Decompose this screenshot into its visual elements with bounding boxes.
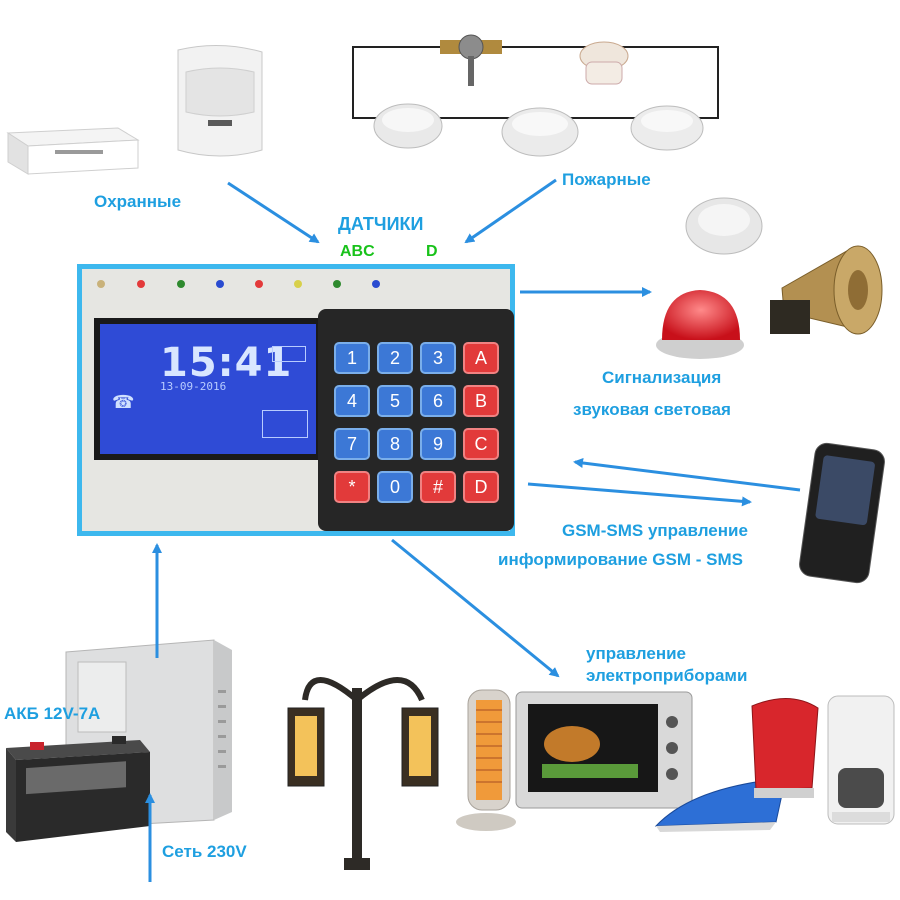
kettle-icon — [751, 697, 819, 798]
label-gsm-line1: GSM-SMS управление — [562, 521, 748, 540]
status-led — [294, 280, 302, 288]
key-8[interactable]: 8 — [377, 428, 413, 460]
key-9[interactable]: 9 — [420, 428, 456, 460]
lcd-indicator-icon — [262, 410, 308, 438]
key-6[interactable]: 6 — [420, 385, 456, 417]
lcd-date: 13-09-2016 — [160, 380, 227, 393]
key-0[interactable]: 0 — [377, 471, 413, 503]
label-alarm-line1: Сигнализация — [602, 368, 722, 387]
status-led — [177, 280, 185, 288]
status-led — [216, 280, 224, 288]
label-control-line1: управление — [586, 644, 686, 663]
key-b[interactable]: B — [463, 385, 499, 417]
status-led — [333, 280, 341, 288]
mobile-phone-icon — [799, 442, 885, 584]
status-led — [255, 280, 263, 288]
key-d[interactable]: D — [463, 471, 499, 503]
status-led — [97, 280, 105, 288]
lcd-indicator-icon — [272, 346, 306, 362]
siren-horn-icon — [770, 245, 883, 335]
key-5[interactable]: 5 — [377, 385, 413, 417]
lcd-time: 15:41 — [160, 340, 293, 386]
key-1[interactable]: 1 — [334, 342, 370, 374]
status-led — [372, 280, 380, 288]
label-security-sensors: Охранные — [94, 192, 182, 211]
security-sensor-box — [6, 127, 140, 175]
key-a[interactable]: A — [463, 342, 499, 374]
motion-sensor-icon — [177, 45, 263, 157]
connection-arrows — [145, 178, 801, 882]
key-7[interactable]: 7 — [334, 428, 370, 460]
battery-icon — [6, 736, 150, 842]
street-lamp-icon — [287, 677, 439, 870]
key-3[interactable]: 3 — [420, 342, 456, 374]
label-mains: Сеть 230V — [162, 842, 247, 861]
label-sensors-abc: ABC — [340, 243, 375, 260]
label-fire-sensors: Пожарные — [562, 170, 651, 189]
label-battery: АКБ 12V-7A — [4, 704, 101, 723]
coffee-maker-icon — [827, 695, 895, 825]
label-sensors-d: D — [426, 243, 438, 260]
phone-icon: ☎ — [112, 392, 135, 412]
key-c[interactable]: C — [463, 428, 499, 460]
label-sensors: ДАТЧИКИ — [338, 214, 424, 234]
key-hash[interactable]: # — [420, 471, 456, 503]
label-control-line2: электроприборами — [586, 666, 748, 685]
key-4[interactable]: 4 — [334, 385, 370, 417]
label-gsm-line2: информирование GSM - SMS — [498, 550, 743, 569]
smoke-detector-icon — [685, 197, 763, 255]
key-2[interactable]: 2 — [377, 342, 413, 374]
fire-sensor-loop — [352, 34, 719, 157]
label-alarm-line2: звуковая световая — [573, 400, 731, 419]
key-star[interactable]: * — [334, 471, 370, 503]
heater-icon — [456, 689, 516, 831]
status-led — [137, 280, 145, 288]
flash-beacon-icon — [656, 290, 744, 359]
oven-icon — [515, 691, 693, 809]
